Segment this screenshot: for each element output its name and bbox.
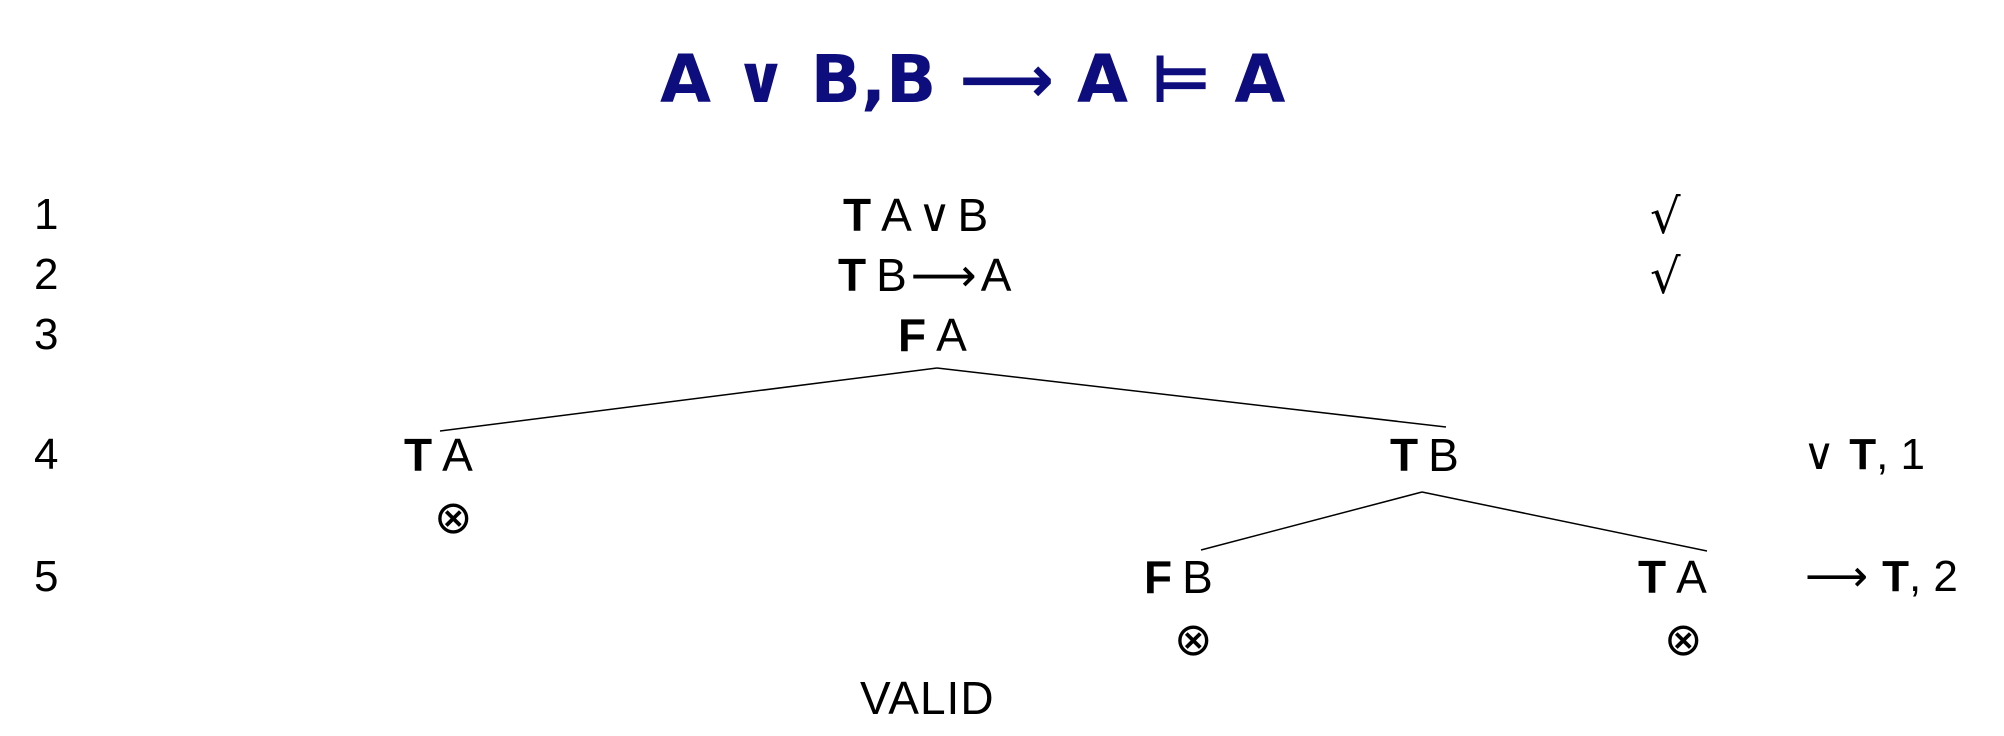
formula-atom: A [442, 429, 473, 481]
rule-sign: T [1849, 430, 1877, 479]
branch-line [1200, 491, 1423, 551]
truth-sign: F [1144, 551, 1173, 603]
title-conclusion: A [1234, 41, 1286, 118]
checkmark-icon: √ [1650, 249, 1681, 305]
row-number-5: 5 [34, 552, 59, 601]
title-premise-left: A [660, 41, 712, 118]
branch-line [936, 367, 1447, 428]
branch-line [439, 367, 938, 432]
title-entails-symbol: ⊨ [1151, 41, 1212, 118]
rule-annotation-row-4: ∨ T, 1 [1803, 430, 1925, 480]
title-premise-right: A [1076, 41, 1129, 118]
row-number-2: 2 [34, 250, 59, 299]
or-symbol: ∨ [917, 188, 952, 242]
rule-sign: T [1882, 552, 1909, 601]
formula-atom: B [957, 189, 989, 241]
arrow-symbol: ⟶ [910, 248, 977, 302]
formula-atom: B [876, 249, 907, 301]
row-number-1: 1 [34, 190, 59, 239]
truth-sign: T [1638, 551, 1667, 603]
rule-reference: , 2 [1908, 552, 1958, 601]
row-number-4: 4 [34, 430, 59, 479]
or-symbol: ∨ [1803, 429, 1836, 480]
formula-atom: A [936, 309, 967, 361]
closed-branch-icon: ⊗ [434, 490, 473, 544]
rule-reference: , 1 [1876, 430, 1926, 479]
truth-sign: T [404, 429, 433, 481]
arrow-symbol: ⟶ [1805, 551, 1869, 602]
sequent-title: A ∨ B,B ⟶ A ⊨ A [660, 30, 1285, 130]
closed-branch-icon: ⊗ [1664, 612, 1703, 666]
title-or-symbol: ∨ [734, 41, 788, 118]
title-premise-middle: B,B [810, 41, 937, 118]
branch-line [1421, 491, 1708, 552]
formula-atom: A [881, 189, 912, 241]
formula-atom: A [1676, 551, 1707, 603]
formula-atom: B [1182, 551, 1213, 603]
rule-annotation-row-5: ⟶ T, 2 [1805, 552, 1958, 602]
title-arrow-symbol: ⟶ [959, 41, 1054, 118]
formula-atom: B [1428, 429, 1459, 481]
truth-sign: T [838, 249, 867, 301]
row-number-3: 3 [34, 310, 59, 359]
truth-sign: T [1390, 429, 1419, 481]
truth-sign: F [898, 309, 927, 361]
truth-sign: T [843, 189, 872, 241]
checkmark-icon: √ [1650, 189, 1681, 245]
verdict-label: VALID [860, 672, 995, 724]
formula-atom: A [980, 249, 1012, 301]
closed-branch-icon: ⊗ [1174, 612, 1213, 666]
